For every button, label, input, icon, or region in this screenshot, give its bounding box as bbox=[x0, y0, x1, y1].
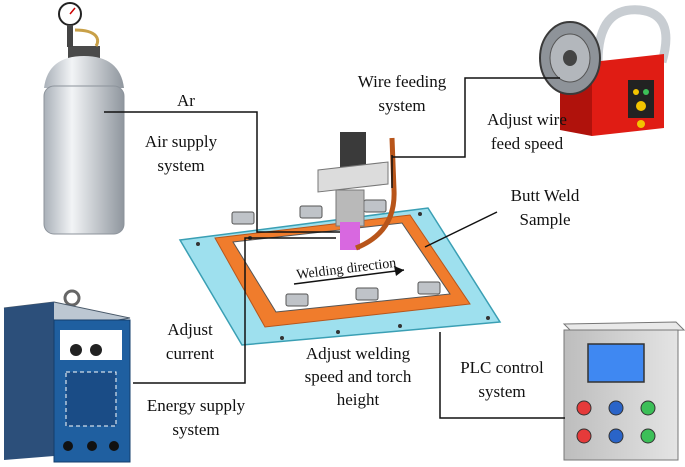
label-wire-feeding: Wire feeding system bbox=[357, 72, 447, 115]
plc-screen bbox=[587, 343, 645, 383]
vent-grille bbox=[65, 371, 117, 427]
connector-wire-feeder bbox=[392, 77, 560, 158]
work-fixture: Welding direction bbox=[178, 199, 502, 346]
clamp bbox=[285, 293, 309, 307]
welding-torch bbox=[317, 132, 397, 251]
lifting-eye bbox=[63, 289, 81, 307]
connector-gas bbox=[104, 111, 340, 233]
connector-sample bbox=[424, 211, 498, 248]
label-butt-weld: Butt Weld Sample bbox=[510, 186, 580, 229]
green-button bbox=[640, 400, 656, 416]
red-button bbox=[576, 428, 592, 444]
plc-control-cabinet bbox=[562, 321, 685, 461]
gas-hose-coil bbox=[74, 28, 100, 47]
blue-button bbox=[608, 428, 624, 444]
clamp bbox=[417, 281, 441, 295]
clamp bbox=[299, 205, 323, 219]
welding-power-supply bbox=[3, 289, 131, 463]
label-adjust-current: Adjust current bbox=[165, 320, 215, 363]
red-button bbox=[576, 400, 592, 416]
blue-button bbox=[608, 400, 624, 416]
feeder-control-panel bbox=[628, 80, 654, 118]
label-ar: Ar bbox=[177, 91, 195, 110]
connector-power bbox=[133, 237, 336, 384]
torch-nozzle bbox=[340, 222, 360, 250]
label-plc: PLC control system bbox=[460, 358, 544, 401]
label-energy: Energy supply system bbox=[146, 396, 246, 439]
connector-plc bbox=[439, 332, 565, 419]
gas-cylinder bbox=[43, 2, 125, 235]
clamp bbox=[363, 199, 387, 213]
label-adjust-wire: Adjust wire feed speed bbox=[487, 110, 567, 153]
label-air-supply: Air supply system bbox=[144, 132, 218, 175]
clamp bbox=[355, 287, 379, 301]
green-button bbox=[640, 428, 656, 444]
feeder-handle bbox=[593, 5, 671, 64]
welding-direction-arrow bbox=[293, 269, 405, 285]
label-adjust-speed: Adjust welding speed and torch height bbox=[304, 344, 412, 409]
torch-mount bbox=[317, 161, 389, 193]
cylinder-body bbox=[43, 85, 125, 235]
connector-lines bbox=[104, 77, 565, 419]
clamp bbox=[231, 211, 255, 225]
wire-feeder bbox=[539, 5, 671, 136]
wire-guide-tube bbox=[355, 137, 397, 251]
